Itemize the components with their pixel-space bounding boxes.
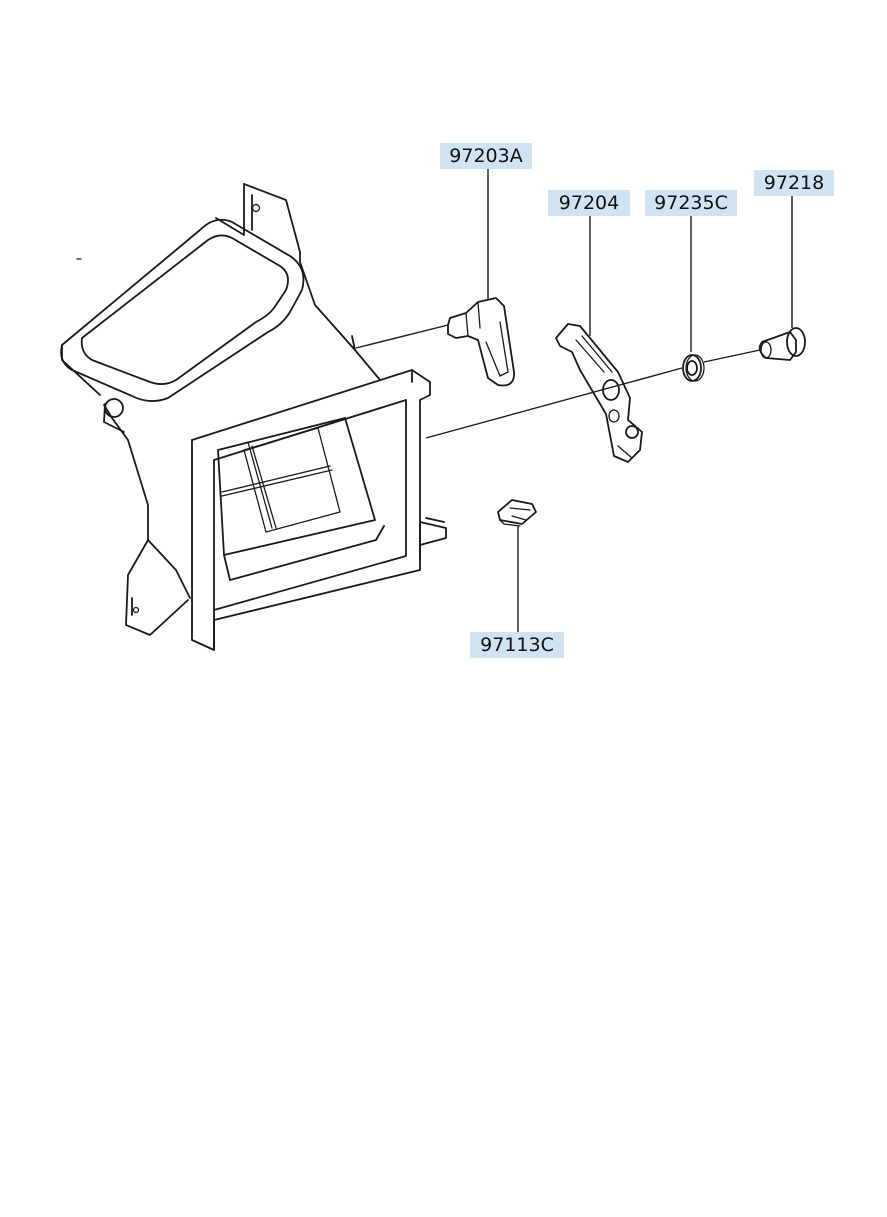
label-97203a[interactable]: 97203A: [440, 143, 532, 169]
part-97235c-washer[interactable]: [682, 354, 705, 382]
label-97218[interactable]: 97218: [754, 170, 834, 196]
part-97204-arm[interactable]: [555, 323, 643, 463]
leader-lines: [355, 168, 793, 632]
label-97204[interactable]: 97204: [548, 190, 630, 216]
housing-assembly: [60, 183, 447, 651]
part-97203a-lever[interactable]: [447, 297, 515, 387]
label-97113c[interactable]: 97113C: [470, 632, 564, 658]
part-97218-pin[interactable]: [758, 327, 806, 361]
label-97235c[interactable]: 97235C: [645, 190, 737, 216]
part-97113c-clip[interactable]: [497, 499, 537, 527]
